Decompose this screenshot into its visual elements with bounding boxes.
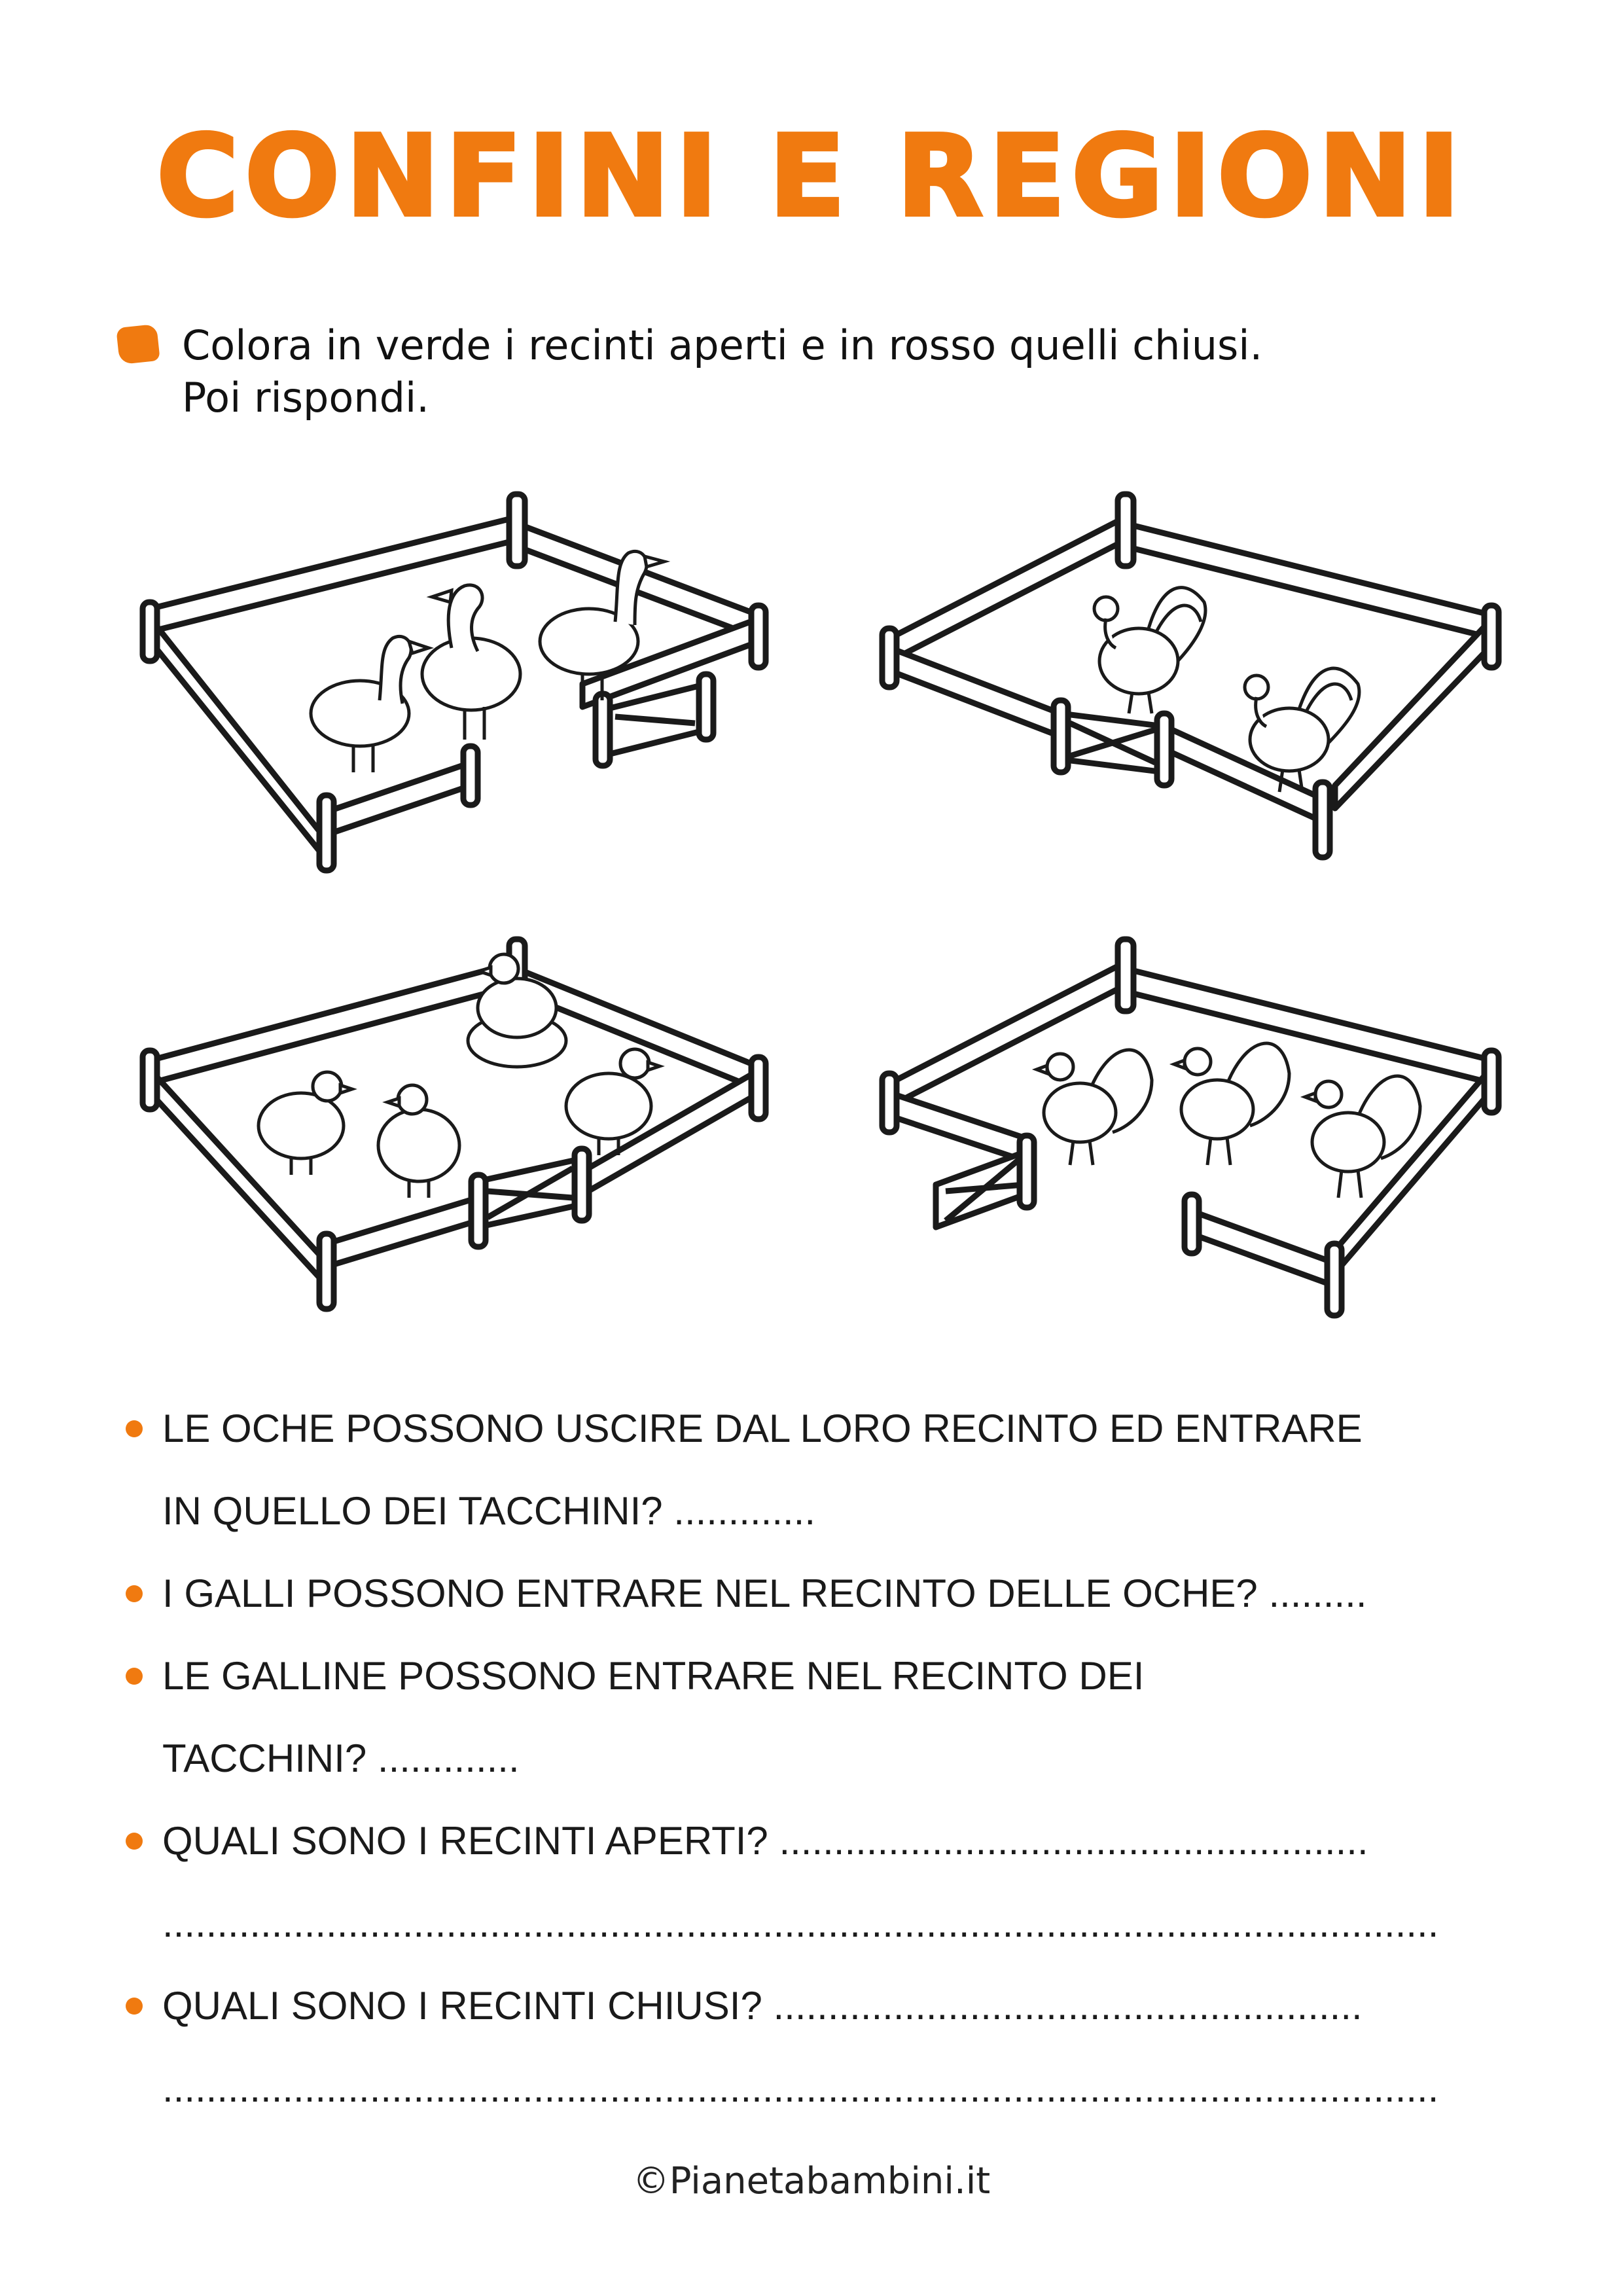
- instruction-line-1: Colora in verde i recinti aperti e in ro…: [182, 321, 1263, 369]
- question-list: LE OCHE POSSONO USCIRE DAL LORO RECINTO …: [126, 1388, 1533, 2130]
- bullet-icon: [126, 1998, 143, 2015]
- bullet-icon: [126, 1833, 143, 1850]
- bullet-icon: [126, 1668, 143, 1685]
- bullet-icon: [126, 1585, 143, 1602]
- rooster-icon: [1300, 1074, 1422, 1198]
- rooster-icon: [1169, 1041, 1291, 1166]
- question-line[interactable]: TACCHINI? .............: [162, 1736, 520, 1780]
- page-title: CONFINI E REGIONI: [155, 112, 1467, 242]
- pen-turkeys[interactable]: [864, 478, 1518, 884]
- question-line[interactable]: I GALLI POSSONO ENTRARE NEL RECINTO DELL…: [126, 1552, 1533, 1635]
- footer-credit: ©Pianetabambini.it: [632, 2160, 991, 2202]
- question-line[interactable]: QUALI SONO I RECINTI APERTI? ...........…: [126, 1800, 1533, 1882]
- rooster-icon: [1031, 1048, 1154, 1166]
- question-line[interactable]: QUALI SONO I RECINTI CHIUSI? ...........…: [126, 1965, 1533, 2047]
- pen-hens[interactable]: [131, 923, 785, 1329]
- answer-line[interactable]: ........................................…: [162, 2066, 1439, 2110]
- instruction-bullet-icon: [116, 323, 160, 365]
- goose-icon: [309, 634, 435, 772]
- bullet-icon: [126, 1420, 143, 1437]
- hen-icon: [564, 1047, 665, 1155]
- question-line[interactable]: IN QUELLO DEI TACCHINI? .............: [162, 1489, 815, 1533]
- question-line: LE GALLINE POSSONO ENTRARE NEL RECINTO D…: [126, 1635, 1533, 1717]
- goose-icon: [538, 549, 671, 700]
- turkey-icon: [1092, 586, 1207, 714]
- pen-roosters[interactable]: [864, 923, 1518, 1329]
- pen-geese[interactable]: [131, 478, 785, 884]
- hen-icon: [376, 1083, 461, 1198]
- hen-icon: [257, 1070, 357, 1175]
- answer-line[interactable]: ........................................…: [162, 1901, 1439, 1945]
- instruction: Colora in verde i recinti aperti e in ro…: [182, 319, 1524, 424]
- instruction-line-2: Poi rispondi.: [182, 374, 429, 422]
- question-line: LE OCHE POSSONO USCIRE DAL LORO RECINTO …: [126, 1388, 1533, 1470]
- turkey-icon: [1243, 666, 1361, 793]
- hen-icon: [466, 952, 568, 1069]
- goose-icon: [420, 583, 522, 740]
